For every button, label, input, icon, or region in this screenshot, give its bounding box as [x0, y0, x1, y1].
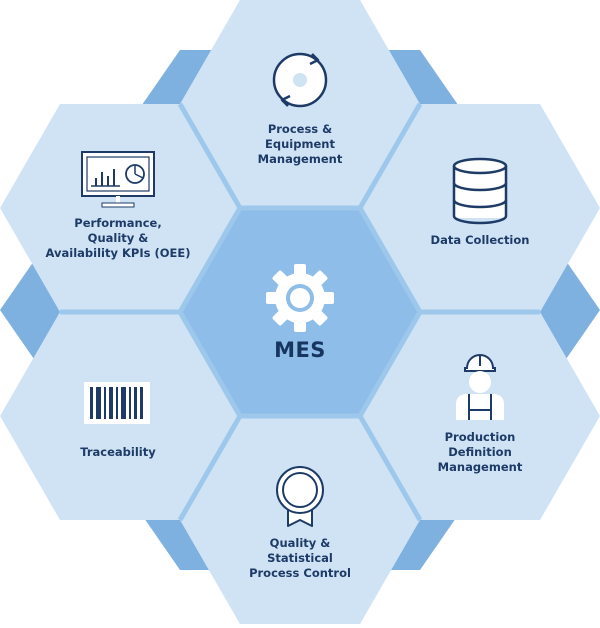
module-label-line: Management	[257, 152, 343, 166]
hex-performance	[0, 104, 240, 312]
module-label-line: Quality &	[87, 231, 149, 245]
module-label-production: Production Definition Management	[405, 430, 555, 475]
module-label-line: Data Collection	[430, 233, 530, 247]
module-label-performance: Performance, Quality & Availability KPIs…	[38, 216, 198, 261]
module-label-line: Traceability	[80, 445, 156, 459]
module-label-line: Process Control	[249, 566, 351, 580]
award-icon	[276, 466, 324, 527]
module-label-line: Availability KPIs (OEE)	[45, 246, 191, 260]
module-label-line: Process &	[267, 122, 333, 136]
monitor-chart-icon	[81, 151, 155, 208]
gear-icon	[266, 264, 334, 332]
cycle-icon	[272, 52, 328, 108]
module-label-quality: Quality & Statistical Process Control	[225, 536, 375, 581]
module-label-process: Process & Equipment Management	[225, 122, 375, 167]
module-label-line: Statistical	[267, 551, 333, 565]
center-label-mes: MES	[274, 338, 326, 362]
worker-icon	[456, 354, 504, 420]
database-icon	[452, 157, 508, 225]
module-label-traceability: Traceability	[43, 445, 193, 460]
barcode-icon	[84, 382, 150, 424]
module-label-line: Performance,	[74, 216, 162, 230]
hex-seams	[60, 102, 540, 522]
module-label-line: Definition	[448, 445, 512, 459]
module-label-line: Equipment	[265, 137, 335, 151]
module-label-line: Management	[437, 460, 523, 474]
module-label-line: Quality &	[269, 536, 331, 550]
module-label-line: Production	[444, 430, 516, 444]
module-label-data-collection: Data Collection	[405, 233, 555, 248]
